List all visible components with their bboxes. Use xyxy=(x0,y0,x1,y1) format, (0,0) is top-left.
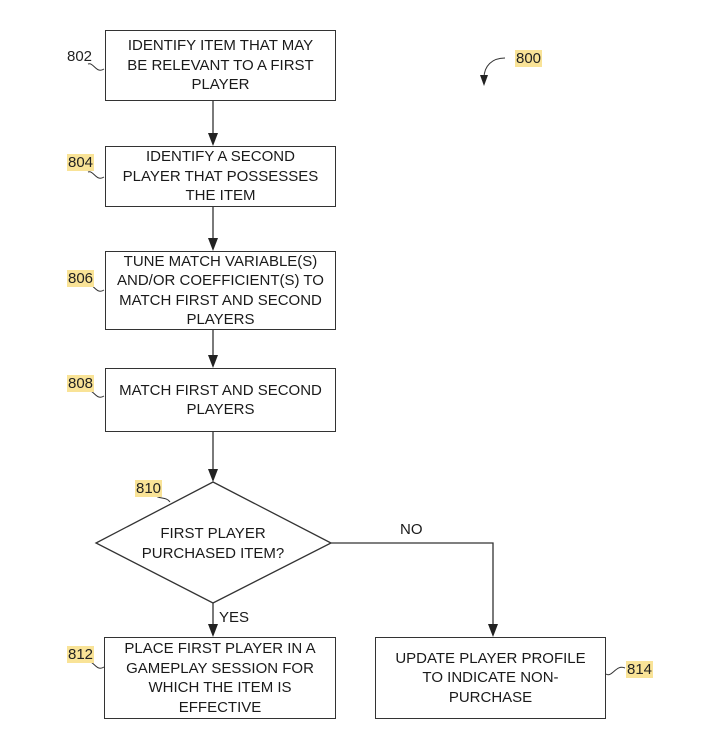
leader-802 xyxy=(87,63,105,71)
yes-label: YES xyxy=(219,609,250,626)
arrow-yes-to-812 xyxy=(208,603,218,637)
step-text-804: IDENTIFY A SECOND PLAYER THAT POSSESSES … xyxy=(122,148,319,205)
step-text-806: TUNE MATCH VARIABLE(S) AND/OR COEFFICIEN… xyxy=(117,252,324,329)
step-box-814: UPDATE PLAYER PROFILE TO INDICATE NON- P… xyxy=(375,637,606,719)
step-box-808: MATCH FIRST AND SECOND PLAYERS xyxy=(105,368,336,432)
step-text-812: PLACE FIRST PLAYER IN A GAMEPLAY SESSION… xyxy=(124,640,316,716)
step-text-808: MATCH FIRST AND SECOND PLAYERS xyxy=(119,381,322,419)
figure-number: 800 xyxy=(515,50,543,67)
step-box-812: PLACE FIRST PLAYER IN A GAMEPLAY SESSION… xyxy=(104,637,336,719)
decision-text: FIRST PLAYER PURCHASED ITEM? xyxy=(141,525,285,562)
step-text-802: IDENTIFY ITEM THAT MAY BE RELEVANT TO A … xyxy=(127,37,314,94)
ref-label-810: 810 xyxy=(135,480,163,497)
ref-label-804: 804 xyxy=(67,154,95,171)
leader-804 xyxy=(87,171,105,179)
arrow-802-to-804 xyxy=(208,101,218,146)
arrow-808-to-810 xyxy=(208,432,218,482)
arrow-804-to-806 xyxy=(208,207,218,251)
step-text-814: UPDATE PLAYER PROFILE TO INDICATE NON- P… xyxy=(395,649,586,706)
figure-pointer-arrow xyxy=(480,57,506,86)
no-label: NO xyxy=(400,521,423,538)
leader-814 xyxy=(605,666,626,676)
step-box-806: TUNE MATCH VARIABLE(S) AND/OR COEFFICIEN… xyxy=(105,251,336,330)
ref-label-808: 808 xyxy=(67,375,95,392)
ref-label-812: 812 xyxy=(67,646,95,663)
arrow-no-to-814 xyxy=(331,542,498,637)
ref-label-806: 806 xyxy=(67,270,95,287)
step-box-802: IDENTIFY ITEM THAT MAY BE RELEVANT TO A … xyxy=(105,30,336,101)
ref-label-814: 814 xyxy=(626,661,654,678)
step-box-804: IDENTIFY A SECOND PLAYER THAT POSSESSES … xyxy=(105,146,336,207)
arrow-806-to-808 xyxy=(208,330,218,368)
ref-label-802: 802 xyxy=(67,48,93,65)
